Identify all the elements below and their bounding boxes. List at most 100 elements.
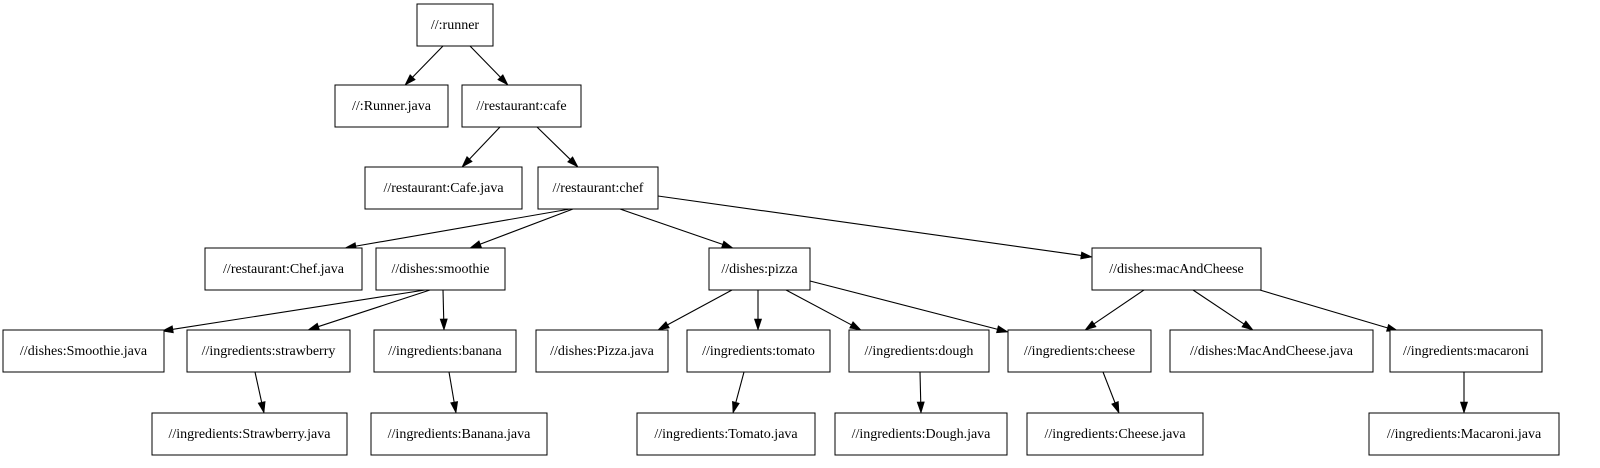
node-box[interactable]: [186, 329, 351, 373]
edge-line: [469, 45, 501, 78]
graph-edge: [344, 208, 571, 251]
node-box[interactable]: [1389, 329, 1543, 373]
node-label: //restaurant:chef: [553, 181, 644, 196]
edge-line: [412, 45, 444, 78]
node-box[interactable]: [848, 329, 990, 373]
graph-node[interactable]: //ingredients:banana: [373, 329, 517, 373]
node-box[interactable]: [204, 247, 363, 291]
edge-line: [1192, 289, 1245, 325]
node-label: //dishes:pizza: [721, 262, 798, 277]
node-label: //ingredients:macaroni: [1403, 344, 1529, 359]
edge-line: [172, 289, 426, 330]
graph-edge: [753, 290, 763, 331]
node-box[interactable]: [1368, 412, 1560, 456]
edge-line: [355, 208, 571, 247]
node-box[interactable]: [535, 329, 669, 373]
node-box[interactable]: [2, 329, 165, 373]
graph-node[interactable]: //ingredients:Dough.java: [834, 412, 1008, 456]
edge-arrowhead-icon: [567, 156, 579, 168]
edge-arrowhead-icon: [450, 401, 459, 414]
node-label: //dishes:smoothie: [392, 262, 490, 277]
graph-edge: [1084, 289, 1145, 331]
graph-node[interactable]: //ingredients:Cheese.java: [1026, 412, 1204, 456]
graph-edge: [404, 45, 444, 86]
node-label: //ingredients:tomato: [702, 344, 815, 359]
node-label: //ingredients:Tomato.java: [654, 427, 798, 442]
node-box[interactable]: [1169, 329, 1374, 373]
edge-arrowhead-icon: [257, 401, 266, 414]
edge-line: [1102, 371, 1116, 403]
edge-arrowhead-icon: [1241, 320, 1254, 331]
graph-edge: [732, 371, 745, 414]
graph-node[interactable]: //dishes:Pizza.java: [535, 329, 669, 373]
graph-node[interactable]: //ingredients:Banana.java: [370, 412, 548, 456]
edge-arrowhead-icon: [469, 240, 482, 249]
node-label: //ingredients:Macaroni.java: [1387, 427, 1542, 442]
edge-line: [809, 280, 998, 330]
edge-line: [1242, 284, 1388, 329]
edge-line: [448, 371, 455, 403]
graph-edge: [254, 371, 266, 414]
node-label: //restaurant:Cafe.java: [383, 181, 504, 196]
edge-arrowhead-icon: [1111, 401, 1120, 414]
graph-node[interactable]: //dishes:MacAndCheese.java: [1169, 329, 1374, 373]
graph-edge: [536, 126, 579, 168]
graph-node[interactable]: //dishes:smoothie: [375, 247, 506, 291]
node-label: //ingredients:cheese: [1024, 344, 1135, 359]
node-box[interactable]: [151, 412, 348, 456]
graph-edge: [619, 208, 734, 249]
graph-edge: [785, 289, 862, 331]
node-box[interactable]: [708, 247, 811, 291]
node-box[interactable]: [370, 412, 548, 456]
graph-node[interactable]: //ingredients:cheese: [1007, 329, 1152, 373]
graph-node[interactable]: //dishes:pizza: [708, 247, 811, 291]
edge-arrowhead-icon: [1084, 320, 1097, 331]
node-label: //ingredients:Dough.java: [852, 427, 992, 442]
node-box[interactable]: [1091, 247, 1262, 291]
edge-line: [469, 126, 501, 160]
graph-node[interactable]: //:Runner.java: [334, 84, 449, 128]
node-box[interactable]: [461, 84, 582, 128]
graph-node[interactable]: //dishes:macAndCheese: [1091, 247, 1262, 291]
edge-arrowhead-icon: [732, 401, 740, 414]
graph-node[interactable]: //restaurant:Chef.java: [204, 247, 363, 291]
node-box[interactable]: [834, 412, 1008, 456]
node-box[interactable]: [537, 166, 659, 210]
graph-node[interactable]: //ingredients:Macaroni.java: [1368, 412, 1560, 456]
node-box[interactable]: [1026, 412, 1204, 456]
node-label: //ingredients:strawberry: [202, 344, 336, 359]
graph-edge: [1102, 371, 1120, 414]
graph-node[interactable]: //ingredients:tomato: [686, 329, 831, 373]
graph-edge: [439, 289, 448, 331]
edge-line: [667, 289, 733, 326]
node-label: //dishes:Smoothie.java: [20, 344, 148, 359]
node-box[interactable]: [1007, 329, 1152, 373]
graph-node[interactable]: //ingredients:macaroni: [1389, 329, 1543, 373]
graph-node[interactable]: //ingredients:dough: [848, 329, 990, 373]
node-box[interactable]: [375, 247, 506, 291]
node-box[interactable]: [686, 329, 831, 373]
graph-node[interactable]: //restaurant:Cafe.java: [364, 166, 523, 210]
graph-node[interactable]: //ingredients:strawberry: [186, 329, 351, 373]
graph-edge: [1242, 284, 1399, 332]
node-box[interactable]: [334, 84, 449, 128]
edge-line: [919, 371, 922, 403]
edge-arrowhead-icon: [497, 74, 509, 86]
graph-node[interactable]: //restaurant:chef: [537, 166, 659, 210]
graph-edge: [1459, 372, 1469, 414]
graph-node[interactable]: //:runner: [416, 3, 494, 47]
graph-node[interactable]: //ingredients:Tomato.java: [636, 412, 816, 456]
edge-line: [318, 289, 431, 328]
graph-node[interactable]: //restaurant:cafe: [461, 84, 582, 128]
node-label: //ingredients:dough: [865, 344, 974, 359]
graph-node[interactable]: //dishes:Smoothie.java: [2, 329, 165, 373]
edge-line: [657, 195, 1082, 257]
edge-arrowhead-icon: [849, 321, 862, 331]
node-box[interactable]: [373, 329, 517, 373]
node-box[interactable]: [416, 3, 494, 47]
node-box[interactable]: [364, 166, 523, 210]
node-box[interactable]: [636, 412, 816, 456]
node-label: //dishes:Pizza.java: [550, 344, 655, 359]
graph-node[interactable]: //ingredients:Strawberry.java: [151, 412, 348, 456]
